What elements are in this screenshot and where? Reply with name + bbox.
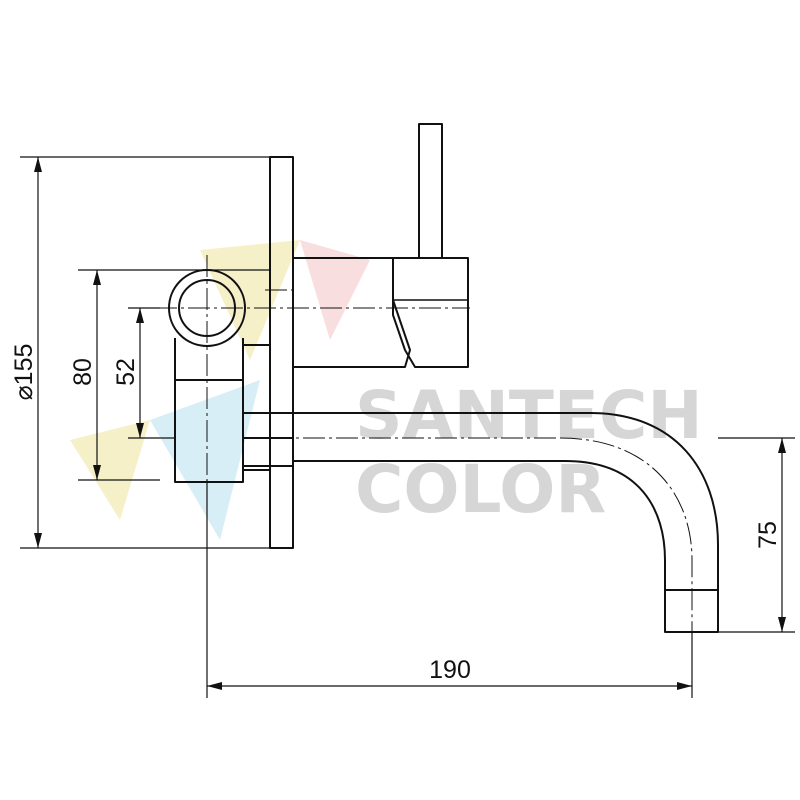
- label-diameter-155: ⌀155: [10, 344, 38, 401]
- watermark-triangle-pink: [300, 240, 370, 340]
- watermark-line-2: COLOR: [355, 451, 606, 528]
- arrow-155-bottom: [34, 533, 42, 548]
- arrow-52-top: [136, 308, 144, 323]
- arrow-80-top: [93, 270, 101, 285]
- handle-lever: [418, 123, 443, 259]
- arrow-190-left: [207, 682, 222, 690]
- mixer-body: [293, 257, 411, 368]
- centerline-spout-bend: [559, 437, 693, 640]
- wall-plate: [269, 156, 294, 549]
- label-52: 52: [112, 358, 140, 386]
- watermark-triangle-yellow-2: [70, 420, 150, 520]
- handle-block: [392, 257, 469, 368]
- watermark-triangle-blue: [150, 380, 260, 540]
- inwall-body: [174, 338, 244, 483]
- arrow-80-bottom: [93, 465, 101, 480]
- spout-outer: [293, 412, 719, 590]
- label-80: 80: [69, 358, 97, 386]
- arrow-155-top: [34, 157, 42, 172]
- watermark-line-1: SANTECH: [355, 377, 703, 454]
- label-190: 190: [429, 656, 471, 684]
- arrow-75-top: [778, 438, 786, 453]
- arrow-75-bottom: [778, 617, 786, 632]
- arrow-190-right: [677, 682, 692, 690]
- spout-inner: [293, 460, 666, 590]
- arrow-52-bottom: [136, 423, 144, 438]
- watermark-logo: SANTECH COLOR: [70, 240, 703, 540]
- watermark-triangle-yellow: [200, 240, 300, 360]
- label-75: 75: [754, 521, 782, 549]
